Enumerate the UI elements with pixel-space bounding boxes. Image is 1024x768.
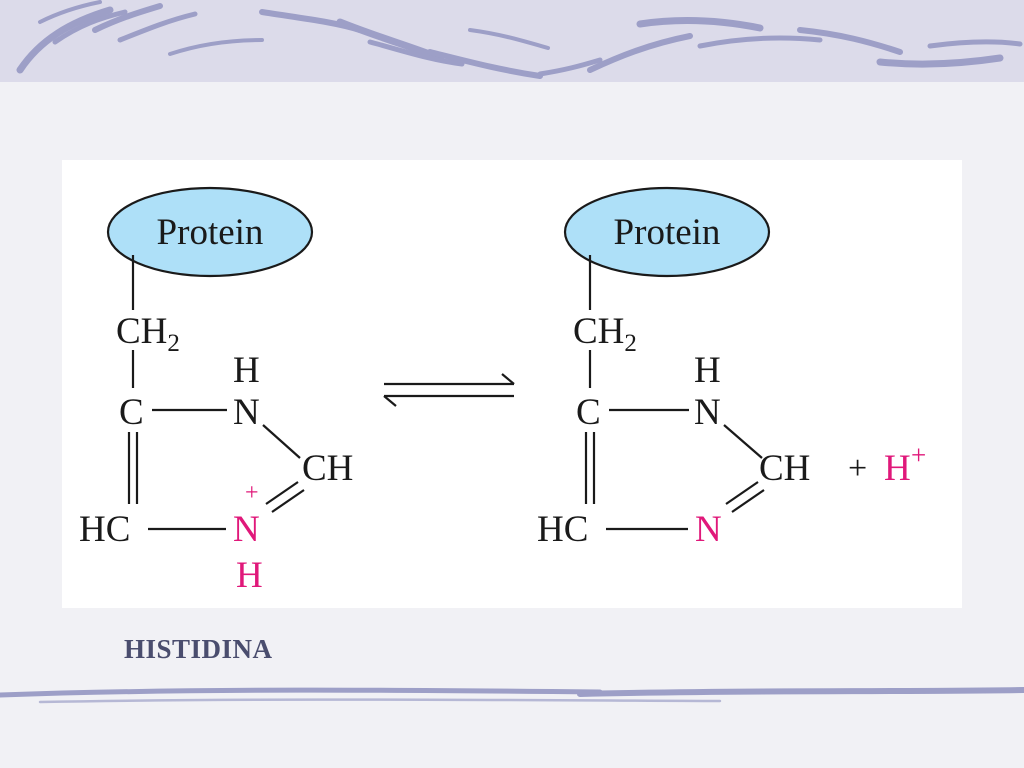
n-top: N [694,392,721,433]
brush-strokes-bottom [0,687,1024,704]
protein-label: Protein [157,212,264,253]
ch-right: CH [302,448,353,489]
n-bottom: N [233,509,260,550]
proton: H [884,448,911,489]
double-bond-ch-n-2 [265,481,299,505]
hc-bottom: HC [79,509,130,550]
bond-n-ch [723,424,763,459]
n-bottom: N [695,509,722,550]
n-charge: + [245,480,259,506]
n-bottom-h: H [236,555,263,596]
double-bond-ch-n-2 [725,481,759,505]
n-top-h: H [694,350,721,391]
plus-sign: + [848,450,867,487]
double-bond-ch-n-1 [271,489,305,513]
bond-n-ch [262,424,301,459]
hc-bottom: HC [537,509,588,550]
c-left: C [576,392,601,433]
ch2-label: CH2 [573,311,637,357]
protein-ellipse [106,186,314,278]
n-top: N [233,392,260,433]
histidine-equilibrium-diagram: Protein CH2 H C N CH HC + N H [79,186,926,596]
protein-ellipse [563,186,771,278]
proton-charge: + [911,440,926,470]
ch2-label: CH2 [116,311,180,357]
caption-title: HISTIDINA [124,634,273,664]
reaction-figure-panel: Protein CH2 H C N CH HC + N H [62,160,962,608]
reverse-arrow-barb [383,395,397,407]
right-structure: Protein CH2 H C N CH HC N + H + [537,186,926,550]
c-left: C [119,392,144,433]
left-structure: Protein CH2 H C N CH HC + N H [79,186,353,596]
double-bond-ch-n-1 [731,489,765,513]
ch-right: CH [759,448,810,489]
n-top-h: H [233,350,260,391]
forward-arrow-barb [501,373,515,385]
brush-strokes-top [16,0,1023,79]
equilibrium-arrows [383,373,515,407]
protein-label: Protein [614,212,721,253]
